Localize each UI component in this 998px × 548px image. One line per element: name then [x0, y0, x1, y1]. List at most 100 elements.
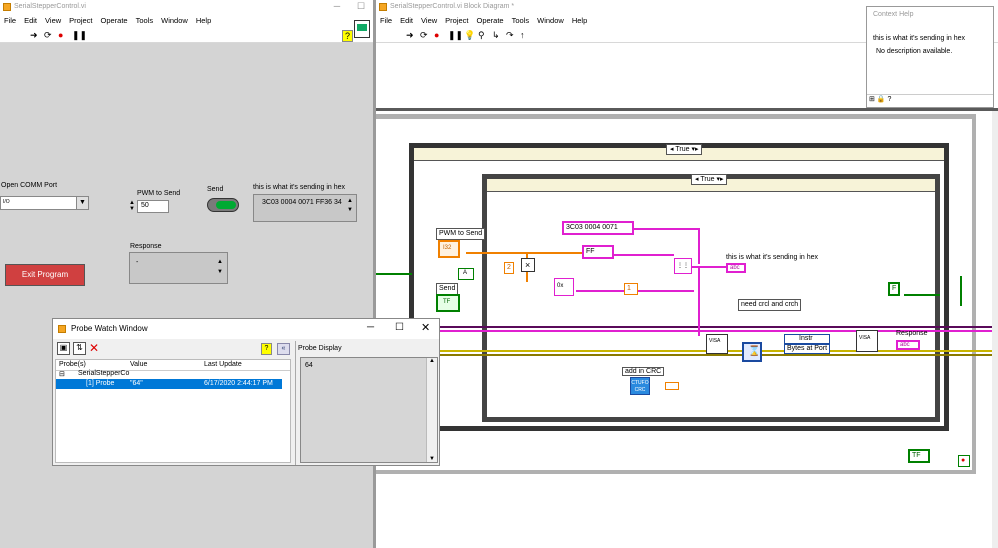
collapse-group-icon[interactable]: ⊟ — [59, 371, 65, 378]
false-constant[interactable]: F — [888, 282, 900, 296]
menu-operate[interactable]: Operate — [100, 16, 128, 25]
comm-port-prefix: I/O — [3, 199, 10, 205]
menu-file[interactable]: File — [380, 16, 393, 25]
vertical-scrollbar[interactable] — [992, 111, 998, 548]
crc-subvi[interactable]: CTUFO CRC — [630, 377, 650, 395]
outer-case-selector[interactable]: ◂ True ▾▸ — [666, 144, 703, 155]
help-icon[interactable]: ? — [342, 30, 353, 42]
inner-case-left-icon[interactable]: ◂ — [695, 176, 699, 183]
run-arrow-icon[interactable]: ➜ — [30, 30, 38, 40]
visa-read-node[interactable]: VISA — [856, 330, 878, 352]
step-over-icon[interactable]: ↷ — [506, 30, 514, 40]
menu-project[interactable]: Project — [69, 16, 93, 25]
outer-case-dropdown-icon[interactable]: ▾▸ — [691, 146, 699, 153]
response-terminal[interactable]: abc — [896, 340, 920, 350]
step-out-icon[interactable]: ↑ — [520, 30, 525, 40]
pwm-numeric-control[interactable]: 50 — [137, 200, 169, 213]
question-help-icon[interactable]: ? — [887, 96, 892, 103]
send-terminal[interactable]: TF — [436, 294, 460, 312]
menu-operate[interactable]: Operate — [476, 16, 504, 25]
stop-icon: ● — [961, 457, 966, 464]
instr-property-node[interactable]: Instr — [784, 334, 830, 344]
menu-project[interactable]: Project — [445, 16, 469, 25]
scroll-down-icon[interactable]: ▼ — [429, 456, 435, 462]
column-probes[interactable]: Probe(s) — [59, 361, 86, 368]
abort-icon[interactable]: ● — [58, 30, 64, 40]
hex-string-constant[interactable]: 3C03 0004 0071 — [562, 221, 634, 235]
wait-ms-node[interactable]: ⌛ — [742, 342, 762, 362]
minimize-icon[interactable]: ─ — [333, 1, 341, 11]
probe-table: Probe(s) Value Last Update ⊟ SerialStepp… — [55, 359, 291, 463]
one-constant[interactable]: 1 — [624, 283, 638, 295]
concatenate-strings-node[interactable]: ⋮⋮ — [674, 258, 692, 274]
column-value[interactable]: Value — [130, 361, 148, 368]
inner-case-dropdown-icon[interactable]: ▾▸ — [716, 176, 724, 183]
close-icon[interactable]: ✕ — [421, 322, 431, 334]
run-continuous-icon[interactable]: ⟳ — [44, 30, 52, 40]
stop-terminal[interactable]: ● — [958, 455, 970, 467]
retain-wire-values-icon[interactable]: ⚲ — [478, 30, 485, 40]
visa-write-node[interactable]: VISA — [706, 334, 728, 354]
step-into-icon[interactable]: ↳ — [492, 30, 500, 40]
menu-view[interactable]: View — [45, 16, 62, 25]
menu-tools[interactable]: Tools — [135, 16, 154, 25]
highlight-execution-icon[interactable]: 💡 — [464, 30, 476, 40]
add-node[interactable]: A — [458, 268, 474, 280]
number-to-hex-node[interactable]: 0x — [554, 278, 574, 296]
dropdown-arrow-icon[interactable]: ▼ — [76, 197, 88, 209]
menu-tools[interactable]: Tools — [511, 16, 530, 25]
menu-view[interactable]: View — [421, 16, 438, 25]
abort-icon[interactable]: ● — [434, 30, 440, 40]
pwm-label: PWM to Send — [137, 190, 181, 197]
front-panel-toolbar: ➜ ⟳ ● ❚❚ ? — [0, 28, 373, 43]
ff-string-constant[interactable]: FF — [582, 245, 614, 259]
menu-file[interactable]: File — [4, 16, 17, 25]
probe-help-icon[interactable]: ? — [261, 343, 272, 355]
exit-program-button[interactable]: Exit Program — [5, 264, 85, 286]
delete-probe-icon[interactable]: ✕ — [89, 341, 100, 355]
pwm-terminal[interactable]: I32 — [438, 240, 460, 258]
probe-display-scrollbar[interactable]: ▲ ▼ — [426, 358, 437, 462]
probe-row-selected[interactable]: [1] Probe "64" 6/17/2020 2:44:17 PM — [56, 379, 282, 389]
menu-edit[interactable]: Edit — [24, 16, 38, 25]
response-terminal-label: Response — [896, 330, 928, 337]
detailed-help-icon[interactable]: ⊞ — [869, 96, 875, 103]
two-constant[interactable]: 2 — [504, 262, 514, 274]
outer-case-left-icon[interactable]: ◂ — [670, 146, 674, 153]
run-arrow-icon[interactable]: ➜ — [406, 30, 414, 40]
tf-constant[interactable]: TF — [908, 449, 930, 463]
minimize-icon[interactable]: ─ — [367, 322, 375, 333]
menu-help[interactable]: Help — [571, 16, 588, 25]
menu-window[interactable]: Window — [537, 16, 564, 25]
retain-probe-icon[interactable]: ⇅ — [73, 342, 86, 355]
vi-icon[interactable] — [354, 20, 370, 38]
diagram-separator — [376, 108, 998, 111]
menu-edit[interactable]: Edit — [400, 16, 414, 25]
column-last-update[interactable]: Last Update — [204, 361, 242, 368]
inner-case-selector[interactable]: ◂ True ▾▸ — [691, 174, 728, 185]
send-button[interactable] — [207, 198, 239, 212]
scroll-up-icon[interactable]: ▲ — [429, 358, 435, 364]
maximize-icon[interactable]: ☐ — [356, 1, 366, 11]
hex-indicator-terminal[interactable]: abc — [726, 263, 746, 273]
bytes-at-port-property[interactable]: Bytes at Port — [784, 344, 830, 354]
multiply-node[interactable]: × — [521, 258, 535, 272]
pause-icon[interactable]: ❚❚ — [72, 30, 88, 40]
menu-help[interactable]: Help — [195, 16, 212, 25]
scroll-arrows-icon[interactable]: ▲▼ — [347, 198, 353, 213]
collapse-panel-icon[interactable]: « — [277, 343, 290, 355]
select-probe-icon[interactable]: ▣ — [57, 342, 70, 355]
lock-help-icon[interactable]: 🔒 — [876, 96, 886, 103]
comm-port-selector[interactable]: I/O ▼ — [0, 196, 89, 210]
probe-group-row[interactable]: ⊟ SerialStepperCo — [56, 370, 290, 379]
concat-icon: ⋮⋮ — [677, 263, 689, 269]
maximize-icon[interactable]: ☐ — [395, 322, 404, 333]
error-wire-lower — [376, 354, 998, 356]
pwm-increment-icon[interactable]: ▲▼ — [129, 200, 135, 212]
probe-row-name: [1] Probe — [86, 380, 115, 387]
run-continuous-icon[interactable]: ⟳ — [420, 30, 428, 40]
probe-window-icon — [58, 325, 66, 333]
pause-icon[interactable]: ❚❚ — [448, 30, 464, 40]
response-scroll-icon[interactable]: ▲▼ — [217, 259, 223, 275]
menu-window[interactable]: Window — [161, 16, 188, 25]
